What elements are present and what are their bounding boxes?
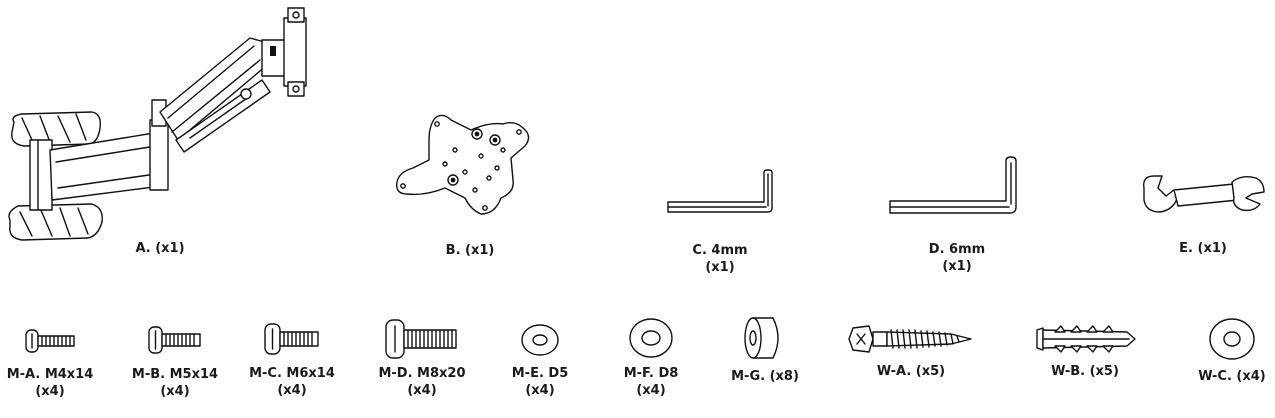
hardware-w-a-label: W-A. (x5) bbox=[876, 364, 946, 379]
hardware-m-d-label: M-D. M8x20 (x4) bbox=[378, 366, 466, 398]
washer-d8-icon bbox=[629, 318, 673, 358]
wrench-icon bbox=[1143, 175, 1265, 213]
wall-anchor-icon bbox=[1036, 325, 1136, 353]
hardware-m-b-label: M-B. M5x14 (x4) bbox=[131, 367, 219, 399]
hardware-m-a-screw: M-A. M4x14 (x4) bbox=[5, 326, 95, 400]
part-d-hex-key-6mm: D. 6mm (x1) bbox=[882, 155, 1032, 275]
washer-d5-icon bbox=[521, 324, 559, 356]
screw-m4-icon bbox=[25, 329, 75, 353]
hardware-w-c-label: W-C. (x4) bbox=[1198, 369, 1266, 384]
hardware-m-f-washer: M-F. D8 (x4) bbox=[611, 316, 691, 399]
hardware-m-b-screw: M-B. M5x14 (x4) bbox=[130, 324, 220, 400]
part-b-vesa-plate: B. (x1) bbox=[385, 110, 555, 259]
vesa-plate-icon bbox=[396, 114, 530, 215]
part-c-label: C. 4mm (x1) bbox=[692, 243, 748, 275]
hardware-m-e-label: M-E. D5 (x4) bbox=[511, 366, 569, 398]
hardware-m-d-screw: M-D. M8x20 (x4) bbox=[370, 318, 474, 399]
hardware-m-a-label: M-A. M4x14 (x4) bbox=[6, 367, 94, 399]
lag-bolt-icon bbox=[848, 325, 972, 353]
hardware-w-c-washer: W-C. (x4) bbox=[1190, 316, 1274, 385]
hardware-m-e-washer: M-E. D5 (x4) bbox=[500, 322, 580, 399]
part-e-wrench: E. (x1) bbox=[1138, 170, 1268, 257]
hardware-m-c-label: M-C. M6x14 (x4) bbox=[249, 366, 335, 398]
spacer-icon bbox=[744, 317, 779, 359]
part-d-label: D. 6mm (x1) bbox=[928, 242, 986, 274]
hardware-m-c-screw: M-C. M6x14 (x4) bbox=[247, 322, 337, 399]
monitor-arm-icon bbox=[8, 7, 307, 241]
hardware-m-g-label: M-G. (x8) bbox=[731, 369, 799, 384]
part-a-label: A. (x1) bbox=[135, 241, 185, 256]
hex-key-6mm-icon bbox=[889, 156, 1017, 214]
part-e-label: E. (x1) bbox=[1179, 241, 1227, 256]
large-washer-icon bbox=[1209, 318, 1255, 360]
part-a-monitor-arm: A. (x1) bbox=[0, 0, 320, 257]
hardware-w-b-wall-anchor: W-B. (x5) bbox=[1025, 322, 1145, 380]
screw-m6-icon bbox=[264, 323, 319, 355]
screw-m5-icon bbox=[148, 326, 201, 354]
screw-m8-icon bbox=[385, 319, 457, 359]
hardware-m-g-spacer: M-G. (x8) bbox=[725, 314, 805, 385]
hardware-w-b-label: W-B. (x5) bbox=[1051, 364, 1119, 379]
part-b-label: B. (x1) bbox=[445, 243, 495, 258]
hardware-w-a-lag-bolt: W-A. (x5) bbox=[845, 322, 977, 380]
hex-key-4mm-icon bbox=[667, 169, 773, 213]
hardware-m-f-label: M-F. D8 (x4) bbox=[623, 366, 679, 398]
part-c-hex-key-4mm: C. 4mm (x1) bbox=[660, 168, 780, 276]
